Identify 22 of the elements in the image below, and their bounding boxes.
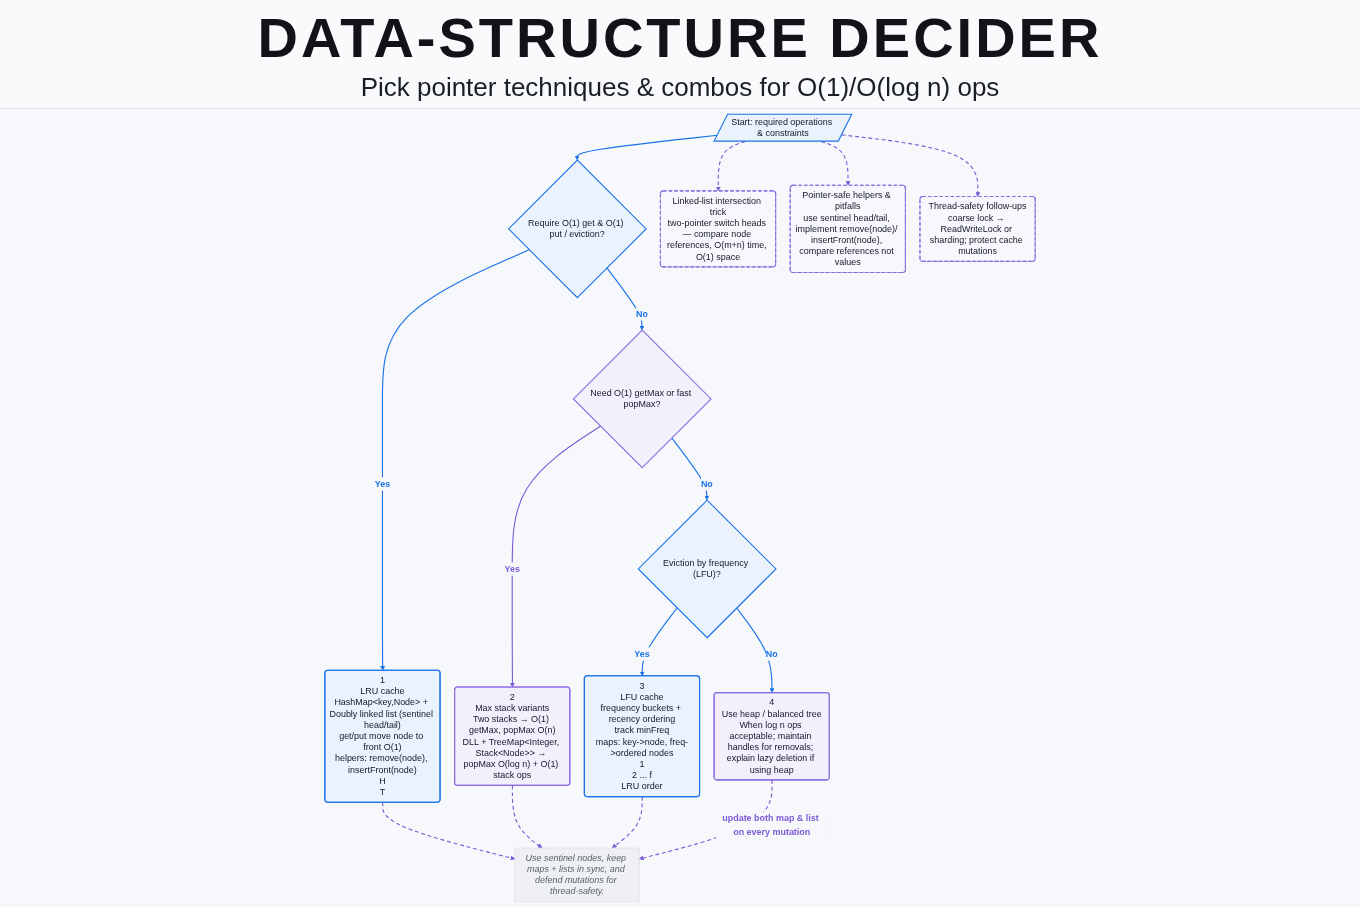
diagram-title: DATA-STRUCTURE DECIDER [257,6,1103,70]
edge-label: update both map & list on every mutation [722,813,819,837]
arrow [511,785,543,849]
edge-label: No [700,478,713,489]
arrow [639,607,678,677]
arrow [510,425,601,688]
edge-label: No [765,648,778,659]
node-diamond: Need O(1) getMax or fast popMax? [572,329,712,469]
edge-label: Yes [504,563,520,574]
subtitle-text: Pick pointer techniques & combos for O(1)/O(log n) ops [360,71,1000,104]
arrow [382,801,516,861]
node-box: Use sentinel nodes, keep maps + lists in sync, and defend mutations for thread-safety. [514,847,640,903]
arrow [380,249,530,671]
arrow [736,607,775,694]
arrow [611,796,643,849]
edge-label: No [636,308,648,319]
edge-label: Yes [374,478,391,489]
node-diamond: Require O(1) get & O(1) put / eviction? [507,159,647,299]
arrow [574,134,718,161]
node-diamond: Eviction by frequency (LFU)? [637,499,777,639]
edge-label: Yes [634,648,650,659]
arrow [841,134,981,197]
